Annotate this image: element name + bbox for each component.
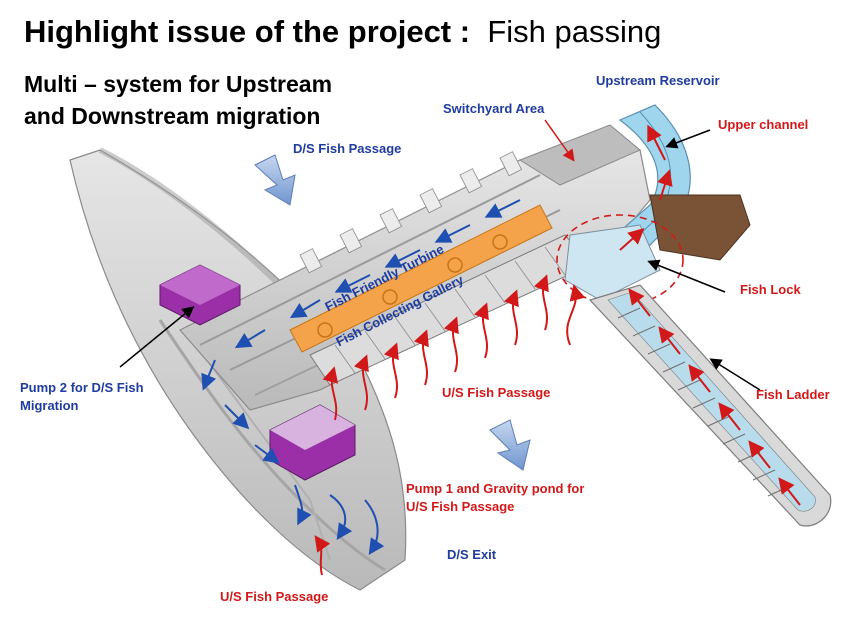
ladder-flow-arrows — [619, 124, 801, 506]
switchyard-leader — [544, 119, 575, 162]
title-bold: Highlight issue of the project : — [24, 14, 471, 49]
ds-passage-block-arrow — [254, 154, 296, 206]
label-pump-1: Pump 1 and Gravity pond for U/S Fish Pas… — [406, 480, 584, 516]
label-switchyard-area: Switchyard Area — [443, 101, 545, 116]
subtitle-line-2: and Downstream migration — [24, 103, 321, 129]
label-ds-fish-passage: D/S Fish Passage — [293, 141, 402, 156]
label-pump-2-line-1: Pump 2 for D/S Fish — [20, 380, 144, 395]
label-ds-exit: D/S Exit — [447, 547, 497, 562]
page-title: Highlight issue of the project : Fish pa… — [24, 14, 661, 50]
title-topic: Fish passing — [487, 14, 662, 49]
embankment — [649, 194, 751, 261]
label-pump-1-line-1: Pump 1 and Gravity pond for — [406, 481, 585, 496]
downstream-flow-arrows — [201, 199, 521, 555]
label-pump-2: Pump 2 for D/S Fish Migration — [20, 379, 144, 415]
label-upstream-reservoir: Upstream Reservoir — [596, 73, 720, 88]
powerhouse-structure — [179, 149, 651, 411]
upstream-flow-arrows — [314, 274, 586, 576]
subtitle-line-1: Multi – system for Upstream — [24, 71, 333, 97]
pump-2-building — [159, 264, 241, 326]
leader-lines — [119, 129, 761, 391]
label-upper-channel: Upper channel — [718, 117, 809, 132]
label-fish-ladder: Fish Ladder — [756, 387, 830, 402]
label-us-fish-passage-center: U/S Fish Passage — [442, 385, 551, 400]
ds-exit-block-arrow — [489, 419, 531, 471]
label-us-fish-passage-bottom: U/S Fish Passage — [220, 589, 329, 604]
label-fish-lock: Fish Lock — [740, 282, 801, 297]
switchyard-block — [518, 124, 641, 186]
fish-ladder — [588, 284, 832, 527]
label-pump-1-line-2: U/S Fish Passage — [406, 499, 515, 514]
subtitle: Multi – system for Upstream and Downstre… — [24, 68, 332, 132]
pump-1-building — [269, 404, 356, 481]
label-pump-2-line-2: Migration — [20, 398, 79, 413]
